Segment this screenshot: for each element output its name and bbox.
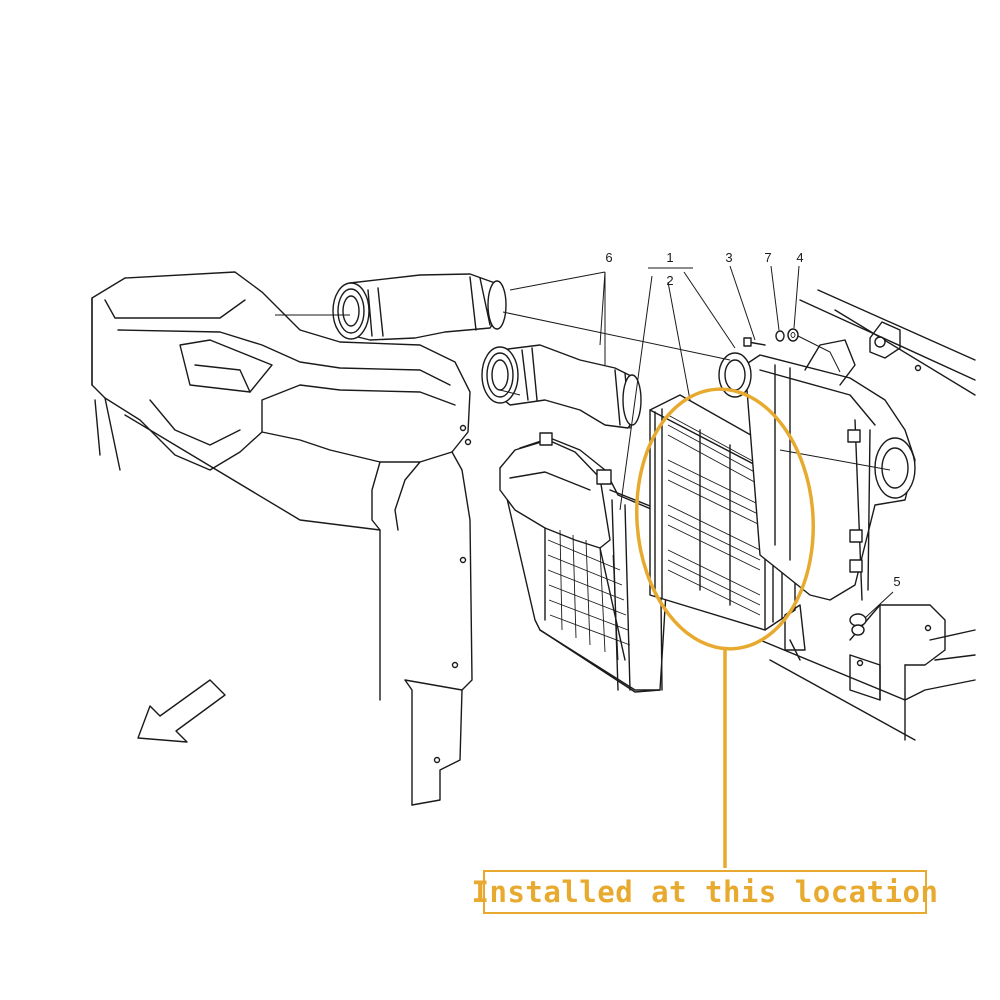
upper-intake-hose <box>332 273 507 341</box>
part-number-5: 5 <box>893 574 900 589</box>
callout-label: Installed at this location <box>471 875 939 909</box>
highlight-ellipse <box>634 387 816 651</box>
part-number-2: 2 <box>666 273 673 288</box>
part-number-labels: 6 1 2 3 7 4 5 <box>605 250 900 589</box>
leader-lines <box>275 265 894 619</box>
callout-box: Installed at this location <box>472 870 938 914</box>
part-number-1: 1 <box>666 250 673 265</box>
airbox-upper-cover <box>718 339 916 601</box>
airbox-lower-housing <box>499 432 669 693</box>
body-shroud <box>91 271 473 806</box>
right-frame <box>759 289 976 741</box>
lower-intake-hose <box>481 344 642 429</box>
part-number-7: 7 <box>764 250 771 265</box>
part-number-4: 4 <box>796 250 803 265</box>
front-direction-arrow-icon <box>137 679 226 743</box>
part-number-3: 3 <box>725 250 732 265</box>
hardware-parts <box>743 328 886 636</box>
part-number-6: 6 <box>605 250 612 265</box>
